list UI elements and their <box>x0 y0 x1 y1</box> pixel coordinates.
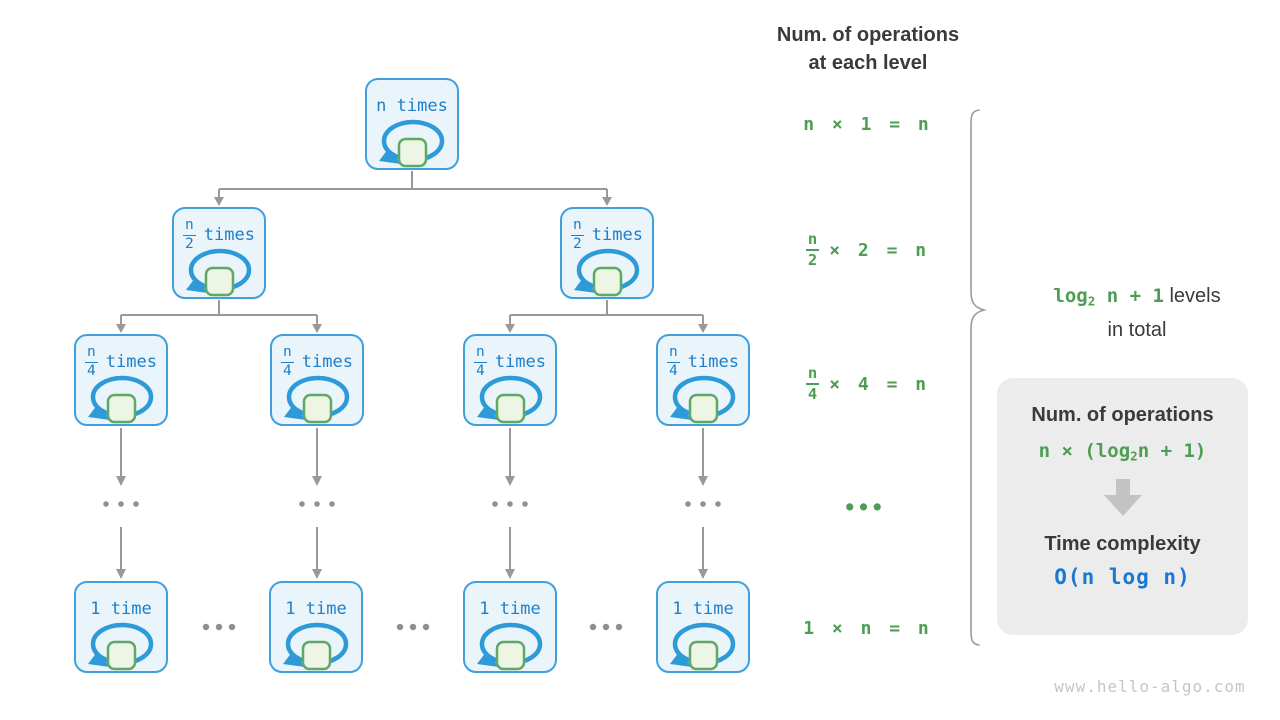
brace <box>970 109 988 646</box>
brace-label-suffix: levels <box>1169 285 1221 307</box>
column-header-line2: at each level <box>808 52 928 74</box>
loop-icon <box>475 373 545 425</box>
node-label: n times <box>376 96 448 116</box>
brace-label: log2 n + 1 levels in total <box>1022 282 1252 345</box>
loop-icon <box>668 373 738 425</box>
down-arrow-icon <box>1103 478 1142 516</box>
node-label: 1 time <box>285 599 347 619</box>
node-label: 1 time <box>90 599 152 619</box>
tree-node-1time-2: 1 time <box>269 581 363 673</box>
loop-icon <box>572 246 642 298</box>
panel-complexity-value: O(n log n) <box>1054 564 1191 589</box>
brace-label-line1: log2 n + 1 levels <box>1022 282 1252 316</box>
loop-icon <box>377 117 447 169</box>
node-label: 1 time <box>479 599 541 619</box>
watermark: www.hello-algo.com <box>1054 677 1246 696</box>
column-header: Num. of operations at each level <box>748 21 988 77</box>
level-formula-1: n × 1 = n <box>803 113 929 135</box>
panel-operations-formula: n × (log2n + 1) <box>1038 440 1207 464</box>
node-label: 1 time <box>672 599 734 619</box>
level-formula-ellipsis: ••• <box>845 493 887 521</box>
column-header-line1: Num. of operations <box>776 24 960 46</box>
tree-node-1time-4: 1 time <box>656 581 750 673</box>
brace-label-line2: in total <box>1107 318 1167 341</box>
loop-icon <box>475 620 545 672</box>
tree-node-root: n times <box>365 78 459 170</box>
level-formula-4: 1 × n = n <box>803 617 929 639</box>
loop-icon <box>282 373 352 425</box>
summary-panel: Num. of operations n × (log2n + 1) Time … <box>997 378 1248 635</box>
ellipsis-dots <box>103 501 721 631</box>
connector-lines <box>120 171 704 570</box>
log-formula: log2 n + 1 <box>1053 285 1164 309</box>
connector-arrowheads <box>116 197 708 579</box>
panel-title-operations: Num. of operations <box>1031 404 1214 426</box>
panel-title-complexity: Time complexity <box>1044 532 1201 555</box>
tree-node-1time-1: 1 time <box>74 581 168 673</box>
loop-icon <box>86 373 156 425</box>
loop-icon <box>86 620 156 672</box>
loop-icon <box>668 620 738 672</box>
tree-node-1time-3: 1 time <box>463 581 557 673</box>
loop-icon <box>184 246 254 298</box>
loop-icon <box>281 620 351 672</box>
